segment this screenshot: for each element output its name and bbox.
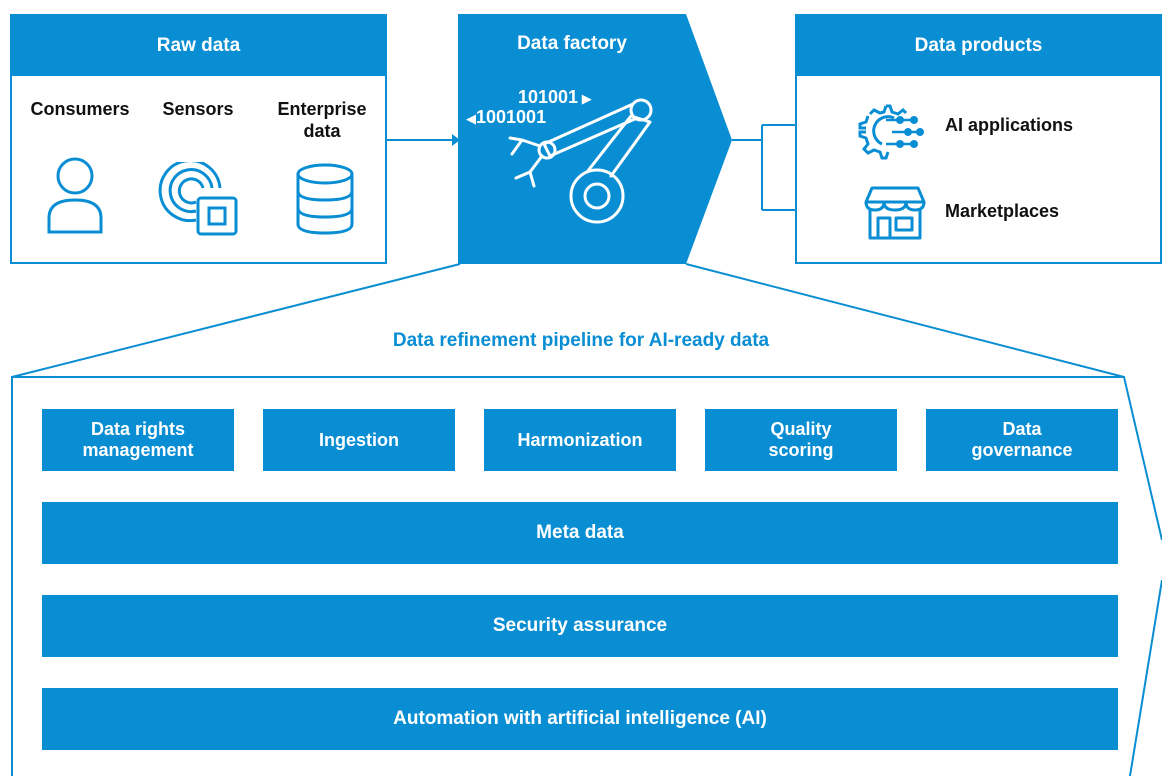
funnel-left-line <box>11 263 461 378</box>
layer-security-assurance: Security assurance <box>42 595 1118 657</box>
pipeline-outline <box>11 376 1162 776</box>
raw-to-factory-arrowhead <box>452 134 460 146</box>
step-harmonization: Harmonization <box>484 409 676 471</box>
funnel-right-line <box>685 263 1125 378</box>
product-marketplaces: Marketplaces <box>945 201 1060 221</box>
data-factory-shape <box>458 14 732 264</box>
ai-gear-icon <box>858 104 924 160</box>
source-label-enterprise: Enterprise data <box>277 99 367 141</box>
arrow-left-icon: ◀ <box>466 111 476 126</box>
binary-top-value: 101001 <box>518 87 579 107</box>
data-factory-title: Data factory <box>517 33 627 54</box>
person-icon <box>47 157 103 234</box>
pipeline-outline-right <box>1129 579 1162 776</box>
step-ingestion: Ingestion <box>263 409 455 471</box>
step-quality-scoring: Quality scoring <box>705 409 897 471</box>
step-data-rights: Data rights management <box>42 409 234 471</box>
arrow-right-icon: ▶ <box>578 91 592 106</box>
robot-arm-icon <box>508 98 653 224</box>
binary-bottom-text: ◀1001001 <box>466 108 546 128</box>
sensor-icon <box>158 162 238 236</box>
product-ai-applications: AI applications <box>945 115 1074 135</box>
source-label-sensors: Sensors <box>162 99 234 119</box>
layer-automation-ai: Automation with artificial intelligence … <box>42 688 1118 750</box>
data-products-panel: Data products <box>795 14 1162 264</box>
source-label-consumers: Consumers <box>30 99 130 119</box>
layer-meta-data: Meta data <box>42 502 1118 564</box>
data-products-title: Data products <box>797 16 1160 76</box>
database-icon <box>296 163 354 235</box>
storefront-icon <box>864 186 926 240</box>
pipeline-title: Data refinement pipeline for AI-ready da… <box>392 330 770 351</box>
binary-bottom-value: 1001001 <box>476 107 547 127</box>
step-data-governance: Data governance <box>926 409 1118 471</box>
raw-data-title: Raw data <box>12 16 385 76</box>
binary-top-text: 101001 ▶ <box>518 88 592 108</box>
